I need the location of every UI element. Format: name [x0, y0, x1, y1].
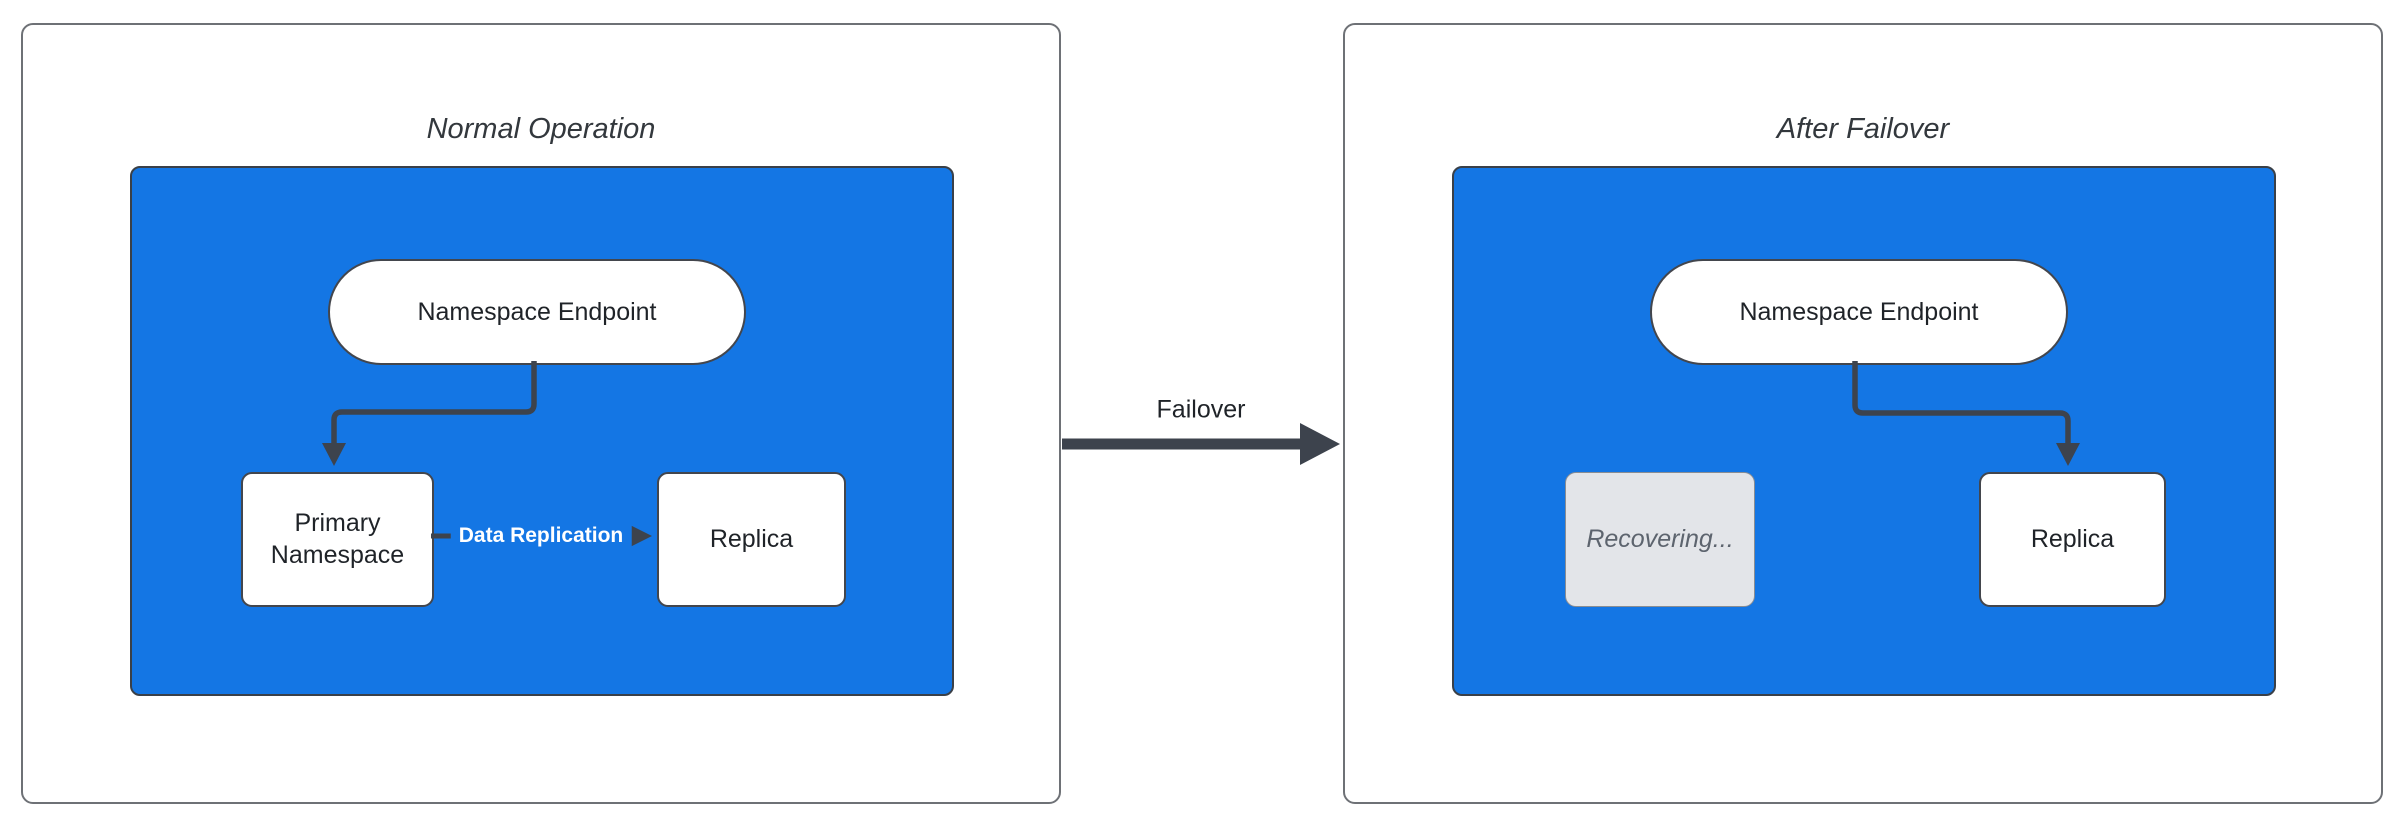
replica-node: Replica: [1979, 472, 2166, 607]
replica-node: Replica: [657, 472, 846, 607]
recovering-node: Recovering...: [1565, 472, 1755, 607]
failover-label: Failover: [1156, 395, 1246, 424]
replica-label: Replica: [709, 524, 794, 553]
primary-namespace-node: Primary Namespace: [241, 472, 434, 607]
normal-operation-panel: Normal Operation Namespace Endpoint Prim…: [21, 23, 1061, 804]
namespace-endpoint-node: Namespace Endpoint: [328, 259, 746, 365]
namespace-container: Namespace Endpoint Primary Namespace Rep…: [130, 166, 954, 696]
namespace-endpoint-node: Namespace Endpoint: [1650, 259, 2068, 365]
replica-label: Replica: [2030, 524, 2115, 553]
panel-title: Normal Operation: [426, 113, 656, 145]
after-failover-panel: After Failover Namespace Endpoint Recove…: [1343, 23, 2383, 804]
namespace-endpoint-label: Namespace Endpoint: [1739, 297, 1979, 326]
namespace-endpoint-label: Namespace Endpoint: [417, 297, 657, 326]
data-replication-label: Data Replication: [450, 521, 632, 551]
recovering-label: Recovering...: [1586, 524, 1734, 553]
primary-namespace-label: Primary Namespace: [270, 509, 405, 569]
panel-title: After Failover: [1776, 113, 1950, 145]
namespace-container: Namespace Endpoint Recovering... Replica: [1452, 166, 2276, 696]
failover-arrowhead: [1300, 423, 1340, 465]
